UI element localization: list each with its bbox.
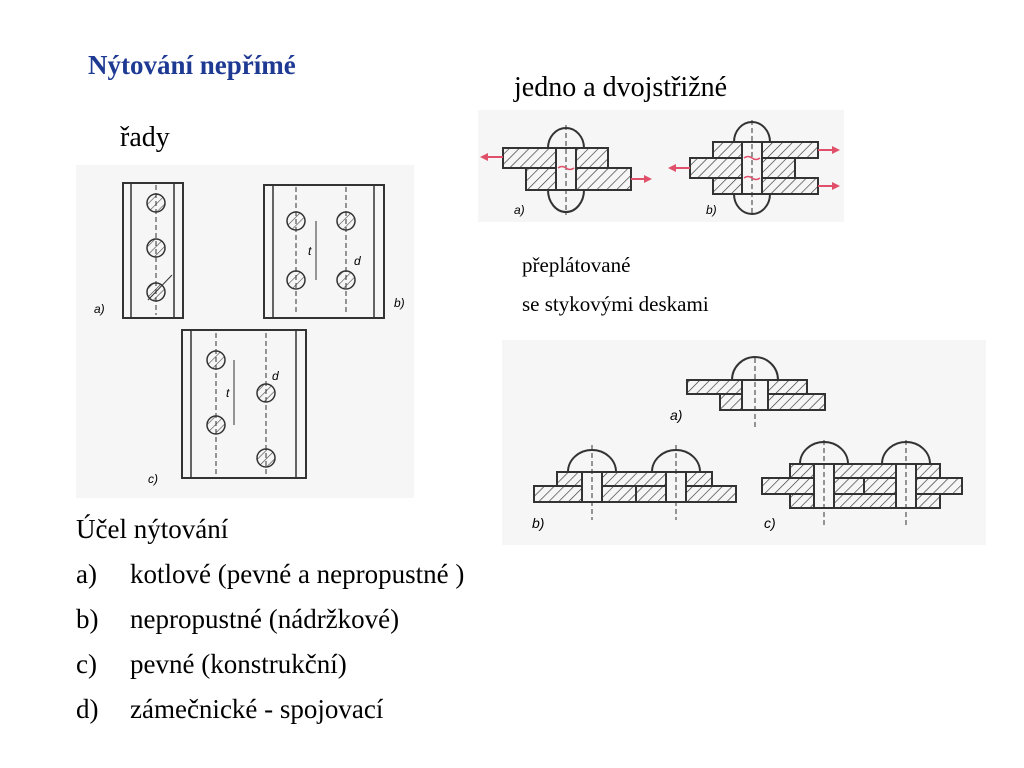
- label-rows: řady: [120, 122, 170, 153]
- label-lap-joint: přeplátované: [522, 253, 631, 277]
- list-item: a) kotlové (pevné a nepropustné ): [76, 552, 464, 597]
- fig-label-c: c): [148, 472, 158, 486]
- list-text: pevné (konstrukční): [130, 649, 347, 679]
- list-marker: c): [76, 649, 97, 679]
- list-item: c) pevné (konstrukční): [76, 642, 464, 687]
- fig-label-b: b): [706, 203, 717, 217]
- fig-label-a: a): [94, 302, 105, 316]
- list-text: kotlové (pevné a nepropustné ): [130, 559, 465, 589]
- fig-label-a: a): [670, 407, 682, 423]
- fig-label-b: b): [394, 296, 405, 310]
- lap-butt-joint-figure: a) b) c): [502, 340, 986, 545]
- list-item: b) nepropustné (nádržkové): [76, 597, 464, 642]
- shear-joint-figure: a) b): [478, 110, 844, 222]
- fig-label-t-b: t: [308, 244, 312, 258]
- list-text: nepropustné (nádržkové): [130, 604, 400, 634]
- fig-label-c: c): [764, 515, 776, 531]
- list-marker: d): [76, 694, 99, 724]
- purpose-list: Účel nýtování a) kotlové (pevné a neprop…: [76, 507, 464, 732]
- fig-label-a: a): [514, 203, 525, 217]
- label-single-double-shear: jedno a dvojstřižné: [514, 72, 728, 103]
- fig-label-d-b: d: [354, 254, 361, 268]
- label-butt-joint: se stykovými deskami: [522, 292, 709, 316]
- list-marker: a): [76, 559, 97, 589]
- fig-label-b: b): [532, 515, 544, 531]
- fig-label-d-c: d: [272, 369, 279, 383]
- page-title: Nýtování nepřímé: [88, 50, 296, 80]
- rivet-rows-figure: a) t d b) t d c): [76, 165, 414, 498]
- list-item: d) zámečnické - spojovací: [76, 687, 464, 732]
- list-text: zámečnické - spojovací: [130, 694, 384, 724]
- purpose-heading: Účel nýtování: [76, 514, 229, 544]
- list-marker: b): [76, 604, 99, 634]
- fig-label-t-c: t: [226, 386, 230, 400]
